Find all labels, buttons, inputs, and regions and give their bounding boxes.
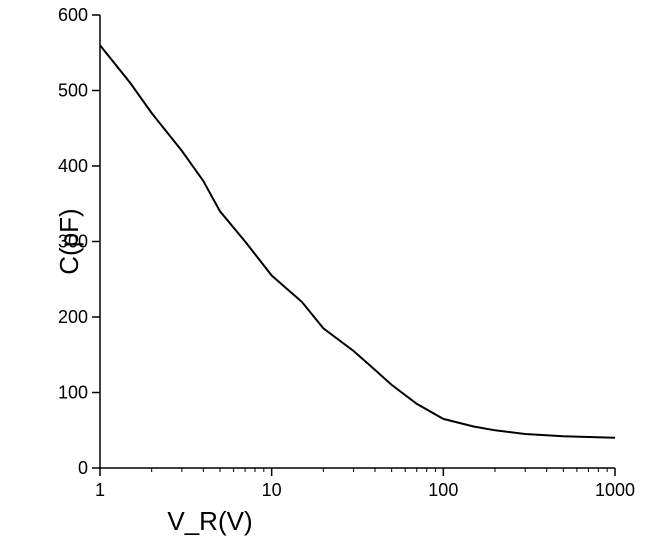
y-axis-title: C(pF) — [54, 208, 84, 274]
axes-layer — [99, 15, 615, 469]
x-tick-label: 100 — [428, 480, 458, 500]
y-tick-label: 500 — [58, 81, 88, 101]
y-tick-label: 100 — [58, 383, 88, 403]
series-line — [99, 44, 616, 439]
ticks-layer: 0 100 200 300 400 500 600 1 10 100 1000 — [58, 5, 635, 500]
x-axis-title: V_R(V) — [167, 506, 252, 536]
x-tick-label: 1000 — [595, 480, 635, 500]
y-tick-label: 600 — [58, 5, 88, 25]
y-tick-label: 400 — [58, 156, 88, 176]
x-tick-label: 10 — [262, 480, 282, 500]
y-tick-label: 200 — [58, 307, 88, 327]
series-layer — [99, 44, 616, 439]
y-tick-label: 0 — [78, 458, 88, 478]
y-tick-label: 300 — [58, 232, 88, 252]
x-tick-label: 1 — [95, 480, 105, 500]
